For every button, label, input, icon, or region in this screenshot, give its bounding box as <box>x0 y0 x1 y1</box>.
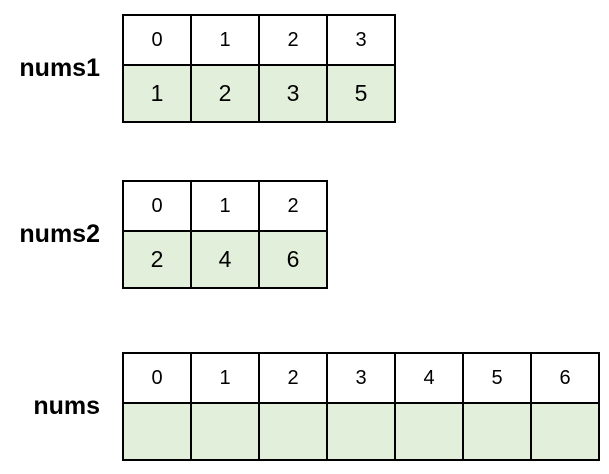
nums-index-cell-0: 0 <box>122 352 192 404</box>
array-nums-table: 0 1 2 3 4 5 6 <box>122 352 600 461</box>
nums1-index-cell-2: 2 <box>258 14 328 66</box>
array-row-nums: nums 0 1 2 3 4 5 6 <box>0 352 600 461</box>
array-nums1-value-row: 1 2 3 5 <box>122 64 396 123</box>
array-nums2-label: nums2 <box>19 220 100 248</box>
nums-value-cell-6 <box>530 402 600 461</box>
nums-index-cell-4: 4 <box>394 352 464 404</box>
nums2-value-cell-0: 2 <box>122 230 192 289</box>
nums1-value-cell-1: 2 <box>190 64 260 123</box>
array-nums1-label: nums1 <box>19 54 100 82</box>
nums2-value-cell-1: 4 <box>190 230 260 289</box>
array-nums1-table: 0 1 2 3 1 2 3 5 <box>122 14 396 123</box>
nums-value-cell-5 <box>462 402 532 461</box>
nums1-value-cell-2: 3 <box>258 64 328 123</box>
array-nums2-table: 0 1 2 2 4 6 <box>122 180 328 289</box>
nums-index-cell-2: 2 <box>258 352 328 404</box>
nums-index-cell-5: 5 <box>462 352 532 404</box>
nums1-value-cell-0: 1 <box>122 64 192 123</box>
array-nums2-index-row: 0 1 2 <box>122 180 328 232</box>
nums-value-cell-2 <box>258 402 328 461</box>
array-nums1-index-row: 0 1 2 3 <box>122 14 396 66</box>
array-nums2-value-row: 2 4 6 <box>122 230 328 289</box>
nums1-index-cell-1: 1 <box>190 14 260 66</box>
nums2-index-cell-0: 0 <box>122 180 192 232</box>
array-nums-index-row: 0 1 2 3 4 5 6 <box>122 352 600 404</box>
nums-value-cell-1 <box>190 402 260 461</box>
array-nums-label: nums <box>33 392 100 420</box>
nums1-index-cell-0: 0 <box>122 14 192 66</box>
array-row-nums2: nums2 0 1 2 2 4 6 <box>0 180 328 289</box>
nums2-index-cell-1: 1 <box>190 180 260 232</box>
array-row-nums1: nums1 0 1 2 3 1 2 3 5 <box>0 14 396 123</box>
nums-value-cell-4 <box>394 402 464 461</box>
array-nums-value-row <box>122 402 600 461</box>
nums-value-cell-3 <box>326 402 396 461</box>
nums-index-cell-3: 3 <box>326 352 396 404</box>
nums1-index-cell-3: 3 <box>326 14 396 66</box>
nums-index-cell-1: 1 <box>190 352 260 404</box>
nums1-value-cell-3: 5 <box>326 64 396 123</box>
nums-index-cell-6: 6 <box>530 352 600 404</box>
nums2-index-cell-2: 2 <box>258 180 328 232</box>
nums2-value-cell-2: 6 <box>258 230 328 289</box>
nums-value-cell-0 <box>122 402 192 461</box>
